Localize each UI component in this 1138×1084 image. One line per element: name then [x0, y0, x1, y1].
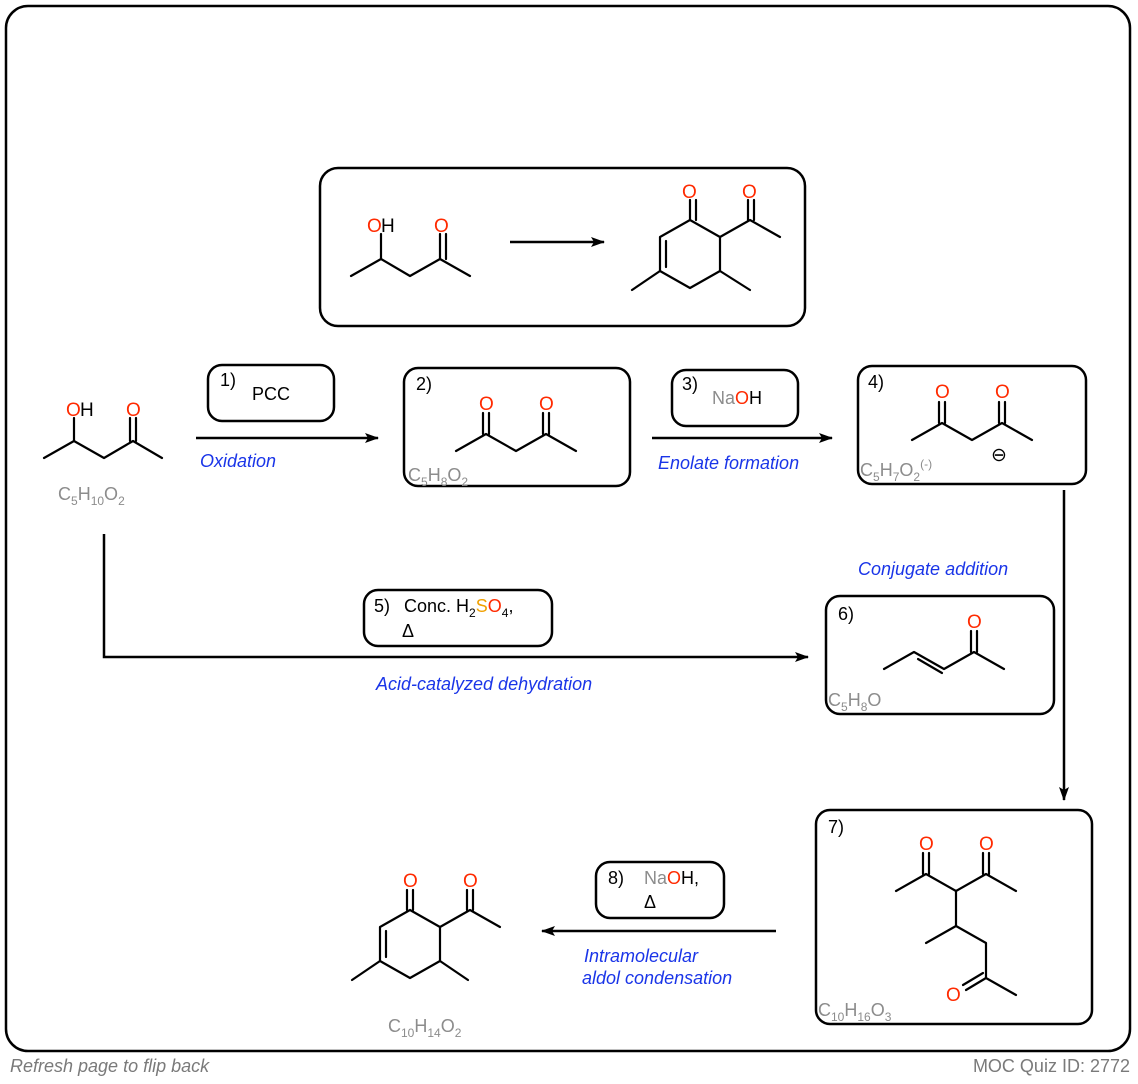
step-2-structure: O O [454, 394, 578, 453]
svg-text:O: O [967, 612, 982, 633]
svg-text:O: O [434, 216, 449, 237]
step-5-reagent-line1: Conc. H2SO4, [404, 596, 513, 620]
step-8-reagent-box [594, 860, 726, 920]
step-4-number: 4) [868, 372, 884, 392]
starting-material: O H O [42, 400, 164, 460]
step-8-number: 8) [608, 868, 624, 888]
formula-step-7: C10H16O3 [818, 1000, 892, 1024]
outer-card [4, 4, 1132, 1053]
step-1-number: 1) [220, 370, 236, 390]
step-5-reagent-box [362, 588, 554, 648]
step-2-number: 2) [416, 374, 432, 394]
step-2-box [402, 366, 632, 488]
step-8-reagent-line2: Δ [644, 892, 656, 912]
svg-text:O: O [479, 394, 494, 415]
step-3-number: 3) [682, 374, 698, 394]
step-6-structure: O [882, 612, 1006, 675]
step-8-reagent-line1: NaOH, [644, 868, 699, 888]
step-4-structure: O O ⊖ [910, 382, 1034, 466]
svg-text:O: O [935, 382, 950, 403]
svg-text:H: H [80, 400, 94, 421]
question-box [318, 166, 807, 328]
step-1-reagent: PCC [252, 384, 290, 404]
svg-text:O: O [463, 871, 478, 892]
formula-step-4: C5H7O2(-) [860, 457, 932, 484]
question-product: O O [630, 182, 782, 292]
formula-start: C5H10O2 [58, 484, 125, 508]
step-6-number: 6) [838, 604, 854, 624]
step-5-arrow [102, 534, 809, 662]
svg-text:O: O [919, 834, 934, 855]
conjugate-addition-label: Conjugate addition [858, 559, 1008, 579]
svg-text:O: O [946, 985, 961, 1006]
svg-text:O: O [126, 400, 141, 421]
step-5-reagent-line2: Δ [402, 621, 414, 641]
step-8-description-line1: Intramolecular [584, 946, 699, 966]
svg-text:O: O [979, 834, 994, 855]
svg-text:O: O [995, 382, 1010, 403]
step-6-box [824, 594, 1056, 716]
step-4-box [856, 364, 1088, 486]
svg-text:O: O [66, 400, 81, 421]
step-7-structure: O O O [894, 834, 1018, 1006]
step-8-description-line2: aldol condensation [582, 968, 732, 988]
formula-final: C10H14O2 [388, 1016, 462, 1040]
step-5-number: 5) [374, 596, 390, 616]
formula-step-2: C5H8O2 [408, 465, 468, 489]
step-5-description: Acid-catalyzed dehydration [375, 674, 592, 694]
svg-text:O: O [367, 216, 382, 237]
svg-text:H: H [381, 216, 395, 237]
svg-text:O: O [403, 871, 418, 892]
step-3-reagent-box [670, 368, 800, 428]
svg-text:O: O [742, 182, 757, 203]
step-3-reagent: NaOH [712, 388, 762, 408]
final-product: O O [350, 871, 502, 982]
footer-refresh-hint[interactable]: Refresh page to flip back [10, 1056, 210, 1076]
svg-text:O: O [539, 394, 554, 415]
anion-charge: ⊖ [991, 445, 1007, 466]
step-1-description: Oxidation [200, 451, 276, 471]
step-3-description: Enolate formation [658, 453, 799, 473]
formula-step-6: C5H8O [828, 690, 881, 714]
svg-text:O: O [682, 182, 697, 203]
footer-quiz-id: MOC Quiz ID: 2772 [972, 1056, 1130, 1076]
step-1-reagent-box [206, 363, 336, 423]
step-7-box [814, 808, 1094, 1026]
question-starting-material: O H O [349, 216, 472, 278]
step-7-number: 7) [828, 817, 844, 837]
